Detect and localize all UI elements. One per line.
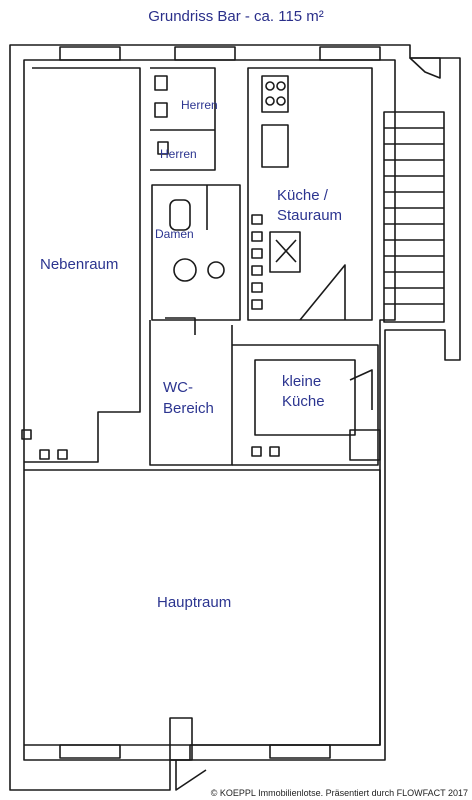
label-kueche-line1: Küche /	[277, 187, 328, 204]
label-hauptraum: Hauptraum	[157, 594, 232, 611]
label-nebenraum: Nebenraum	[40, 256, 119, 273]
label-wc-line1: WC-	[163, 379, 193, 396]
nebenraum-outline	[24, 67, 141, 463]
wc-corridor	[149, 320, 233, 466]
label-kueche-line2: Stauraum	[277, 207, 343, 224]
outer-wall	[9, 44, 461, 791]
copyright-notice: © KOEPPL Immobilienlotse. Präsentiert du…	[210, 788, 468, 798]
label-damen: Damen	[155, 227, 194, 241]
damen-walls	[151, 184, 241, 321]
entrance-door	[169, 717, 193, 761]
herren-walls	[150, 67, 216, 171]
label-kleine-kueche-line1: kleine	[282, 373, 322, 390]
label-herren-lower: Herren	[160, 147, 197, 161]
label-herren-upper: Herren	[181, 98, 218, 112]
plan-title: Grundriss Bar - ca. 115 m²	[148, 8, 324, 25]
label-wc-line2: Bereich	[163, 400, 214, 417]
label-kleine-kueche-line2: Küche	[282, 393, 325, 410]
staircase	[383, 111, 445, 323]
kueche-walls	[247, 67, 373, 321]
kleine-kueche-walls	[232, 344, 379, 466]
hauptraum-walls	[24, 469, 381, 746]
